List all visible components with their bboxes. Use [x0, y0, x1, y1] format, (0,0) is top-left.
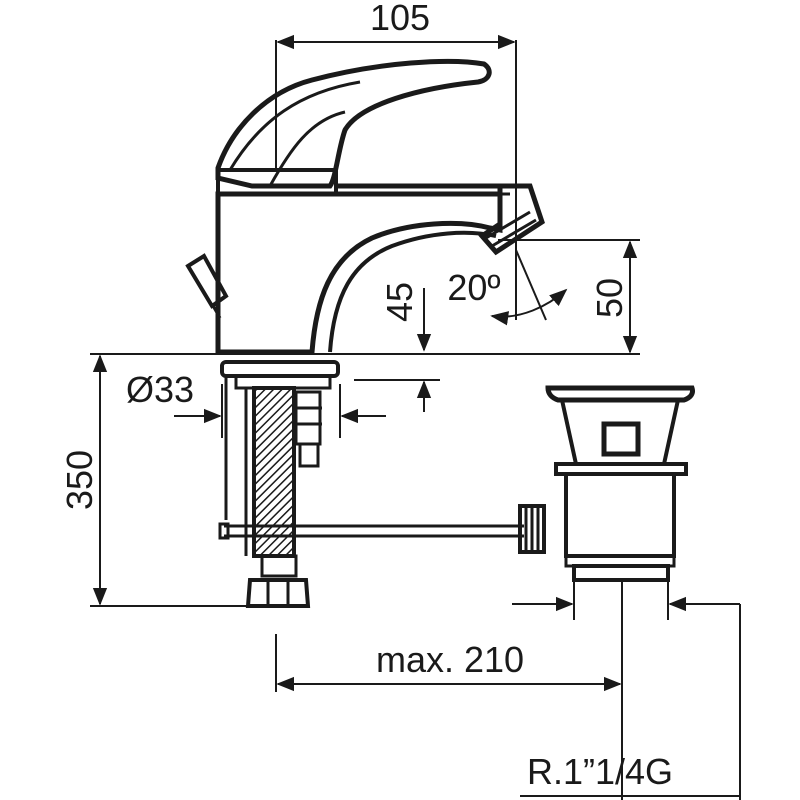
dimension-lines [90, 34, 741, 800]
hose-end-nut [245, 578, 311, 608]
dim-height-spout: 50 [589, 278, 630, 318]
waste-tailpiece [572, 564, 670, 582]
popup-knob [185, 253, 229, 309]
plug-window [601, 421, 641, 457]
dim-diameter: Ø33 [126, 369, 194, 410]
faucet-mixer [90, 58, 640, 390]
dim-width-top: 105 [370, 0, 430, 38]
dim-thread: R.1”1/4G [527, 751, 673, 792]
lever-handle [215, 58, 492, 189]
dim-height-total: 350 [59, 450, 100, 510]
supply-hose-braided [252, 386, 296, 558]
threaded-stud [294, 390, 322, 446]
aerator [478, 183, 545, 256]
dim-max-distance: max. 210 [376, 639, 524, 680]
dimension-labels: 105 50 45 20º Ø33 350 max. 210 R.1”1/4G [59, 0, 673, 792]
dim-height-outlet: 45 [379, 282, 420, 322]
dim-angle: 20º [447, 267, 500, 308]
waste-lock-nut [554, 462, 688, 476]
supply-hoses [224, 376, 322, 608]
popup-waste [218, 385, 695, 582]
base-nut [220, 360, 340, 378]
waste-flange [545, 385, 695, 403]
mixer-body [215, 191, 503, 355]
